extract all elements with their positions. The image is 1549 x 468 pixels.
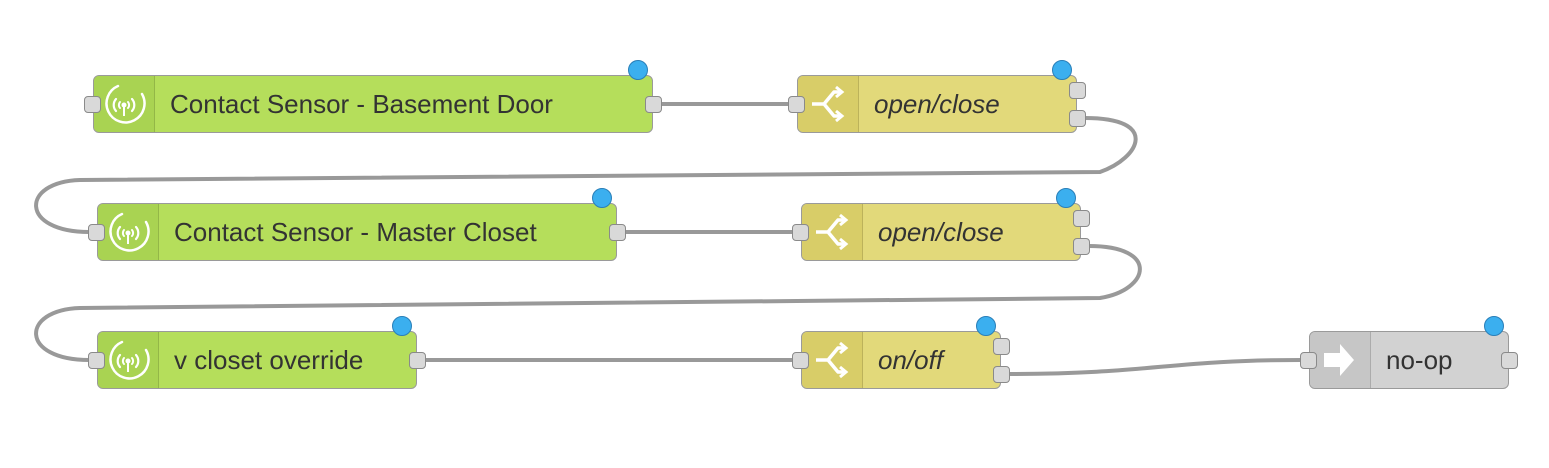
- changed-indicator-dot: [392, 316, 412, 336]
- input-port[interactable]: [88, 224, 105, 241]
- input-port[interactable]: [788, 96, 805, 113]
- node-icon-box: [98, 332, 159, 388]
- output-port-2[interactable]: [1069, 110, 1086, 127]
- node-icon-box: [94, 76, 155, 132]
- switch-icon: [812, 85, 845, 123]
- changed-indicator-dot: [1052, 60, 1072, 80]
- wireless-sensor-icon: [109, 212, 150, 252]
- output-port-1[interactable]: [1069, 82, 1086, 99]
- node-label: open/close: [878, 216, 1004, 247]
- node-label: open/close: [874, 88, 1000, 119]
- node-contact-sensor-master-closet[interactable]: Contact Sensor - Master Closet: [88, 188, 626, 261]
- wireless-sensor-icon: [109, 340, 150, 380]
- switch-icon: [816, 341, 849, 379]
- wireless-sensor-icon: [105, 84, 146, 124]
- node-icon-box: [798, 76, 859, 132]
- node-label: Contact Sensor - Master Closet: [174, 216, 537, 247]
- input-port[interactable]: [88, 352, 105, 369]
- input-port[interactable]: [792, 224, 809, 241]
- node-icon-box: [1310, 332, 1371, 388]
- node-contact-sensor-basement-door[interactable]: Contact Sensor - Basement Door: [84, 60, 662, 133]
- node-label: on/off: [878, 344, 944, 375]
- node-switch-closet-open-close[interactable]: open/close: [792, 188, 1090, 261]
- node-switch-on-off[interactable]: on/off: [792, 316, 1010, 389]
- output-port-2[interactable]: [1073, 238, 1090, 255]
- node-icon-box: [802, 332, 863, 388]
- changed-indicator-dot: [628, 60, 648, 80]
- changed-indicator-dot: [592, 188, 612, 208]
- output-port-1[interactable]: [1073, 210, 1090, 227]
- node-label: Contact Sensor - Basement Door: [170, 88, 553, 119]
- output-port[interactable]: [409, 352, 426, 369]
- node-label: no-op: [1386, 344, 1453, 375]
- input-port[interactable]: [792, 352, 809, 369]
- output-port-1[interactable]: [993, 338, 1010, 355]
- node-switch-basement-open-close[interactable]: open/close: [788, 60, 1086, 133]
- changed-indicator-dot: [976, 316, 996, 336]
- output-port[interactable]: [645, 96, 662, 113]
- changed-indicator-dot: [1484, 316, 1504, 336]
- input-port[interactable]: [1300, 352, 1317, 369]
- node-icon-box: [802, 204, 863, 260]
- node-icon-box: [98, 204, 159, 260]
- switch-icon: [816, 213, 849, 251]
- node-v-closet-override[interactable]: v closet override: [88, 316, 426, 389]
- changed-indicator-dot: [1056, 188, 1076, 208]
- output-port[interactable]: [609, 224, 626, 241]
- input-port[interactable]: [84, 96, 101, 113]
- node-label: v closet override: [174, 344, 364, 375]
- output-port-2[interactable]: [993, 366, 1010, 383]
- node-no-op[interactable]: no-op: [1300, 316, 1518, 389]
- output-port[interactable]: [1501, 352, 1518, 369]
- wire-override-switch-to-noop[interactable]: [1006, 358, 1303, 376]
- arrow-right-icon: [1324, 344, 1354, 376]
